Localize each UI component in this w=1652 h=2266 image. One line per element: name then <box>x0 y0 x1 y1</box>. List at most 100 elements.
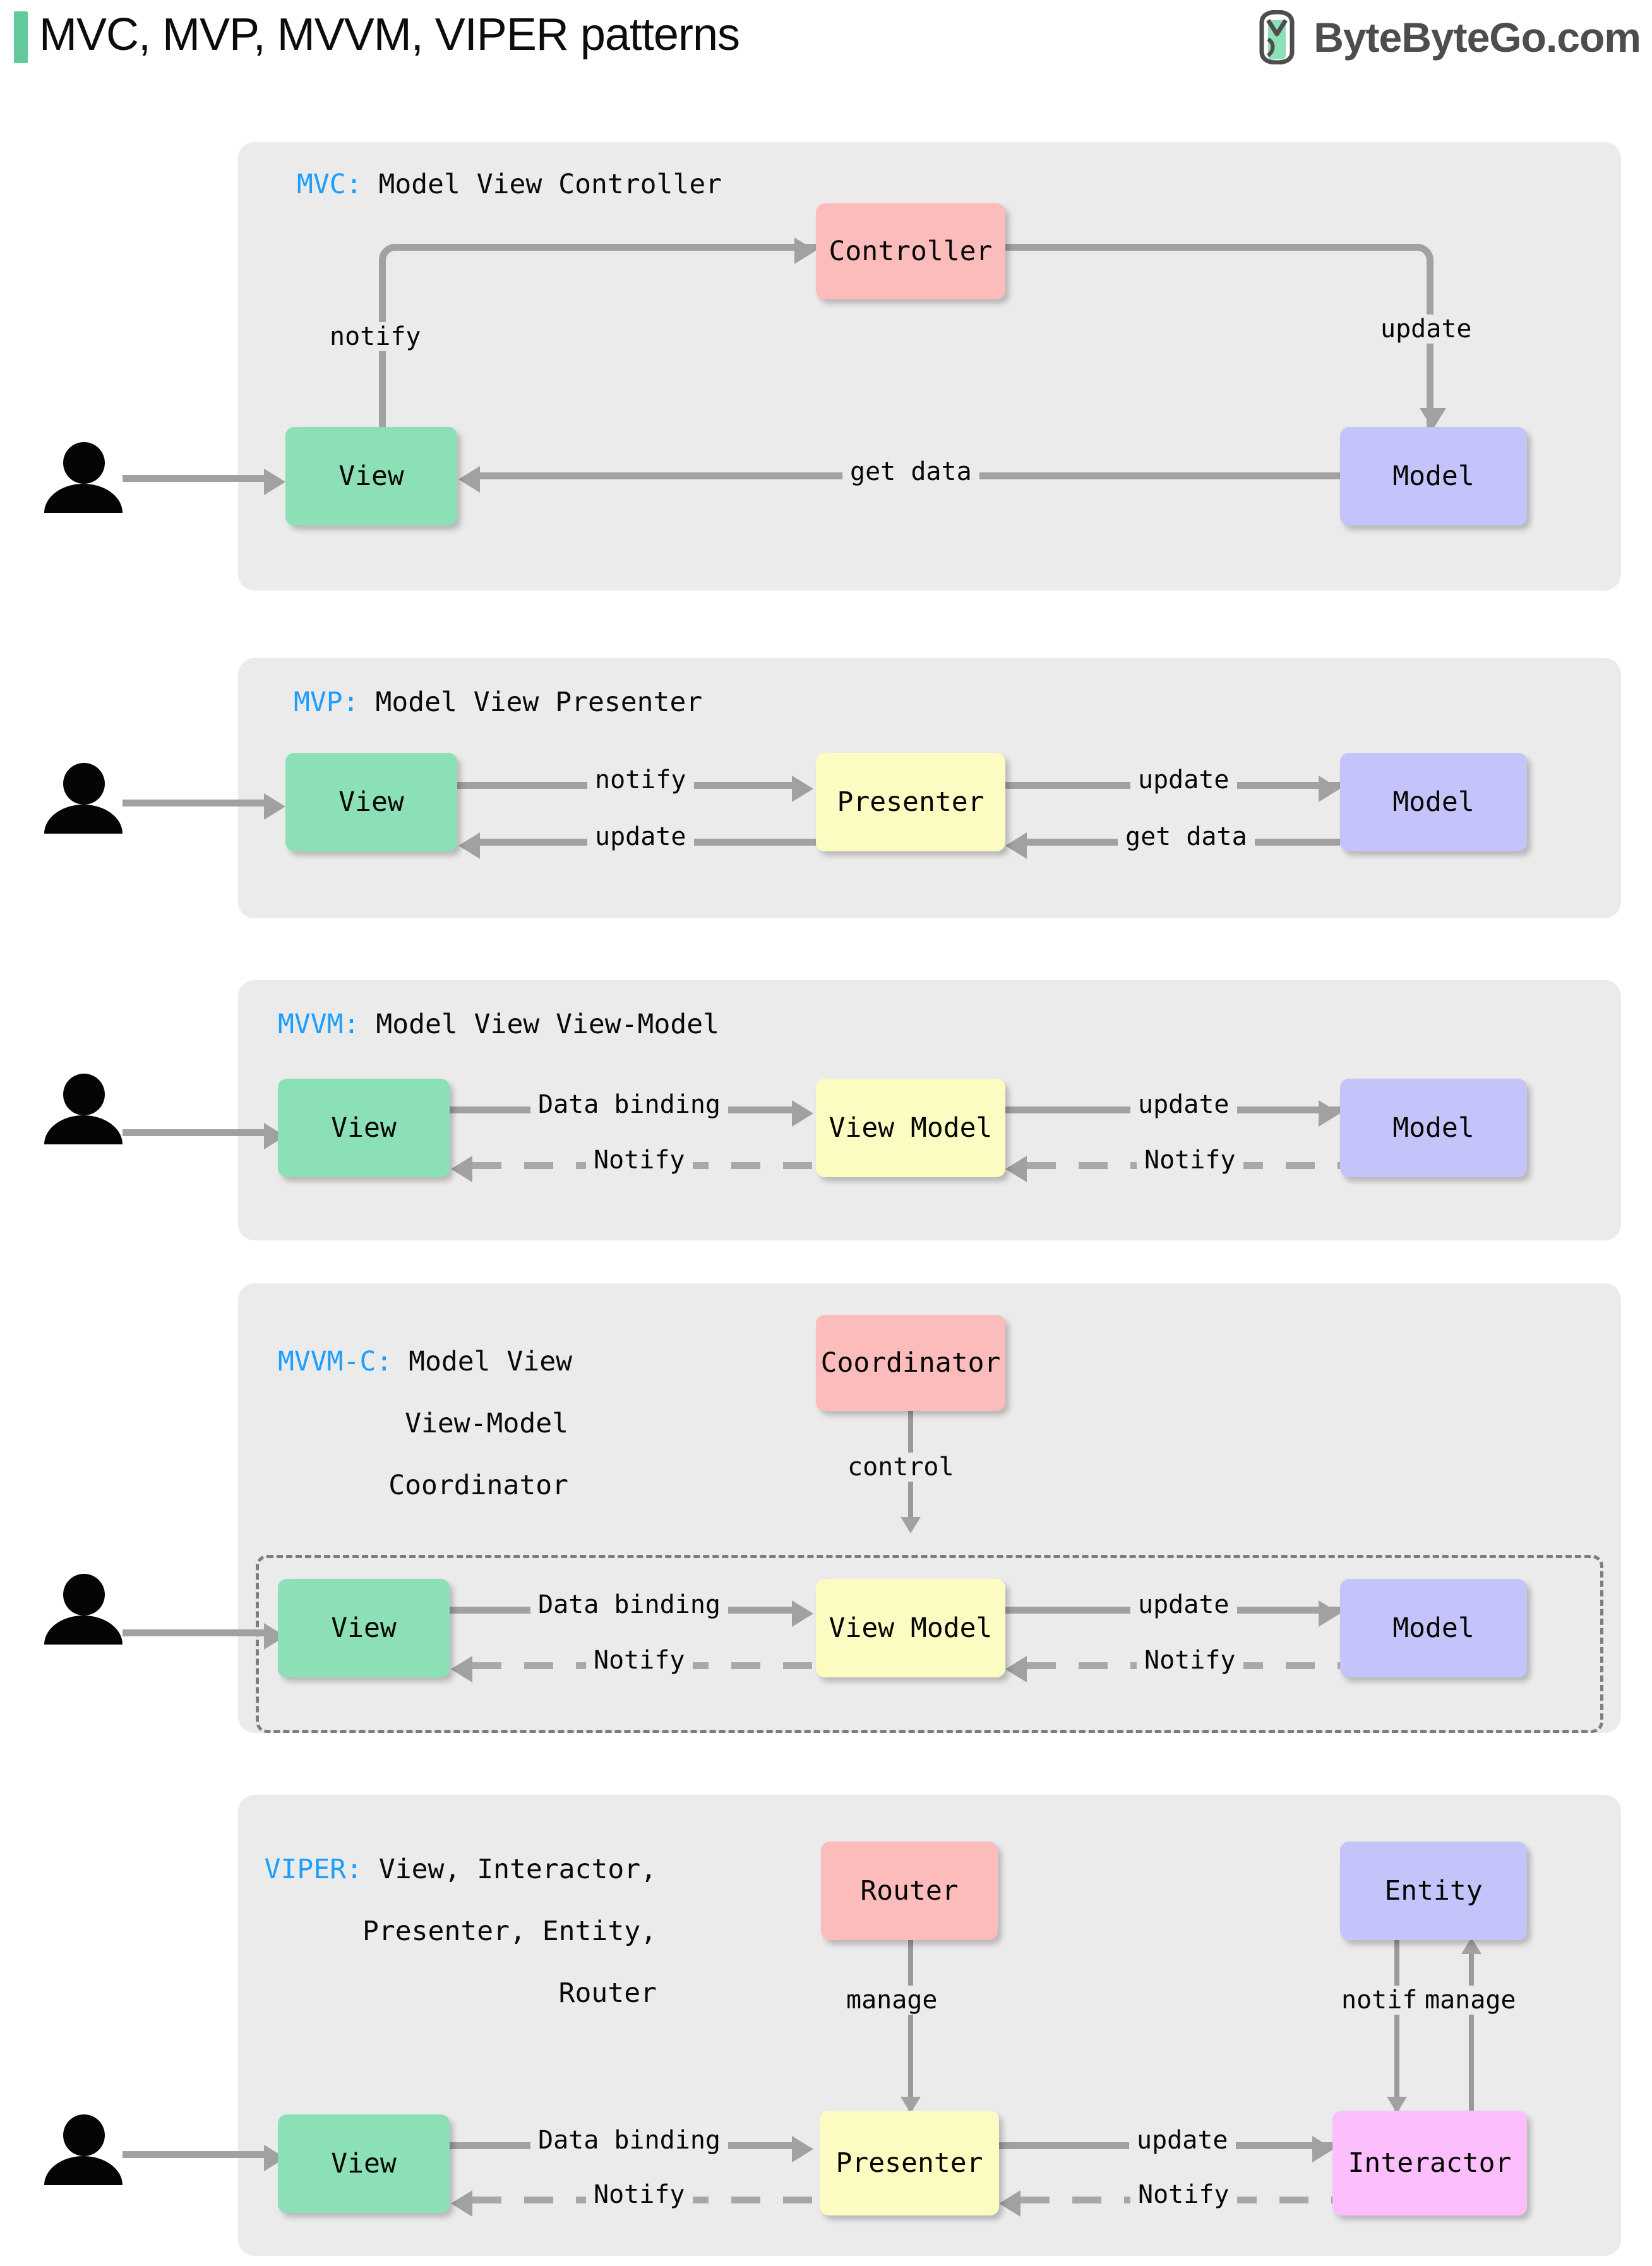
section-expansion-mvc: Model View Controller <box>362 169 722 200</box>
node-view-mvp[interactable]: View <box>285 753 457 851</box>
node-coordinator-mvvmc[interactable]: Coordinator <box>816 1315 1005 1411</box>
edge-label-control-mvvmc: control <box>840 1453 962 1482</box>
section-key-mvvmc: MVVM-C: <box>278 1346 393 1377</box>
edge-entity-to-interactor-viper <box>1394 1940 1399 2112</box>
node-model-mvvmc[interactable]: Model <box>1340 1579 1527 1677</box>
user-actor-icon-mvvm <box>44 1074 123 1144</box>
edge-user-to-view-viper <box>123 2151 274 2158</box>
edge-label-manage-router-viper: manage <box>839 1986 945 2015</box>
page-title: MVC, MVP, MVVM, VIPER patterns <box>39 9 740 60</box>
arrowhead-viewmodel-to-view-mvvmc <box>451 1656 472 1682</box>
section-key-mvp: MVP: <box>294 686 359 718</box>
node-model-mvp[interactable]: Model <box>1340 753 1527 851</box>
user-head <box>63 442 105 484</box>
section-expansion-mvvm: Model View View-Model <box>359 1009 719 1040</box>
node-model-mvvm[interactable]: Model <box>1340 1079 1527 1177</box>
edge-user-to-view-mvvm <box>123 1129 274 1136</box>
edge-label-data-binding-mvvm: Data binding <box>530 1090 728 1119</box>
node-viewmodel-mvvm[interactable]: View Model <box>816 1079 1005 1177</box>
edge-label-notify-left-mvvm: Notify <box>586 1146 693 1175</box>
node-interactor-viper[interactable]: Interactor <box>1332 2111 1527 2215</box>
node-router-viper[interactable]: Router <box>821 1842 998 1940</box>
edge-router-to-presenter-viper <box>908 1940 913 2112</box>
user-actor-icon-mvvmc <box>44 1574 123 1645</box>
user-body <box>44 1115 123 1144</box>
edge-label-notify-left-mvvmc: Notify <box>586 1646 693 1675</box>
node-view-mvvmc[interactable]: View <box>278 1579 450 1677</box>
edge-user-to-view-mvp <box>123 800 274 806</box>
arrowhead-user-to-view-mvp <box>264 793 285 820</box>
section-title-mvp: MVP: Model View Presenter <box>294 686 703 718</box>
edge-label-update-viper: update <box>1129 2126 1236 2155</box>
user-head <box>63 763 105 805</box>
arrowhead-user-to-view-mvc <box>264 469 285 495</box>
section-expansion-mvp: Model View Presenter <box>359 686 703 718</box>
section-title-mvvm: MVVM: Model View View-Model <box>278 1009 719 1040</box>
edge-label-get-data-mvp: get data <box>1118 822 1255 851</box>
edge-label-update-mvp: update <box>587 822 694 851</box>
mvvmc-grouped-mvvm-box <box>256 1555 1603 1733</box>
user-body <box>44 1616 123 1645</box>
section-expansion-viper: View, Interactor, <box>362 1854 657 1885</box>
edge-label-notify-left-viper: Notify <box>586 2180 693 2209</box>
edge-user-to-view-mvc <box>123 475 274 482</box>
section-expansion2-mvvmc: View-Model <box>405 1408 568 1440</box>
arrowhead-presenter-to-view-viper <box>451 2190 472 2217</box>
edge-label-notify-mvc: notify <box>322 322 429 351</box>
arrowhead-coordinator-to-group-mvvmc <box>901 1517 921 1533</box>
edge-label-update2-mvp: update <box>1130 765 1237 794</box>
node-controller-mvc[interactable]: Controller <box>816 203 1005 299</box>
node-model-mvc[interactable]: Model <box>1340 427 1527 525</box>
arrowhead-model-to-presenter-mvp <box>1005 832 1027 859</box>
edge-view-to-controller-mvc <box>379 244 821 433</box>
node-presenter-viper[interactable]: Presenter <box>820 2111 999 2215</box>
section-title-viper: VIPER: View, Interactor, Presenter, Enti… <box>253 1854 657 2009</box>
arrowhead-interactor-to-entity-viper <box>1461 1938 1481 1954</box>
user-body <box>44 2156 123 2185</box>
user-head <box>63 1074 105 1115</box>
node-view-viper[interactable]: View <box>278 2114 450 2213</box>
section-expansion-mvvmc: Model View <box>392 1346 572 1377</box>
arrowhead-viewmodel-to-model-mvvm <box>1319 1100 1340 1127</box>
page-header: MVC, MVP, MVVM, VIPER patterns ByteByteG… <box>0 0 1652 101</box>
edge-label-update-mvc: update <box>1373 315 1480 344</box>
edge-label-manage-interactor-viper: manage <box>1417 1986 1524 2015</box>
arrowhead-model-to-viewmodel-mvvmc <box>1005 1656 1027 1682</box>
arrowhead-view-to-viewmodel-mvvmc <box>792 1600 813 1627</box>
arrowhead-interactor-to-presenter-viper <box>999 2190 1021 2217</box>
user-head <box>63 1574 105 1616</box>
brand-logo: ByteByteGo.com <box>1253 10 1641 64</box>
section-expansion3-mvvmc: Coordinator <box>388 1470 568 1502</box>
arrowhead-presenter-to-view-mvp <box>458 832 480 859</box>
edge-interactor-to-entity-viper <box>1469 1954 1474 2118</box>
user-body <box>44 484 123 513</box>
arrowhead-router-to-presenter-viper <box>901 2097 921 2113</box>
node-entity-viper[interactable]: Entity <box>1340 1842 1527 1940</box>
node-viewmodel-mvvmc[interactable]: View Model <box>816 1579 1005 1677</box>
arrowhead-view-to-presenter-mvp <box>792 776 813 802</box>
arrowhead-viewmodel-to-view-mvvm <box>451 1156 472 1182</box>
arrowhead-model-to-view-mvc <box>458 466 480 493</box>
user-head <box>63 2114 105 2156</box>
arrowhead-view-to-viewmodel-mvvm <box>792 1100 813 1127</box>
section-expansion2-viper: Presenter, Entity, <box>362 1915 657 1948</box>
section-key-mvc: MVC: <box>297 169 362 200</box>
arrowhead-model-to-viewmodel-mvvm <box>1005 1156 1027 1182</box>
title-accent-bar <box>14 11 28 63</box>
edge-controller-to-model-mvc <box>998 244 1434 433</box>
section-key-mvvm: MVVM: <box>278 1009 360 1040</box>
bytebytego-leaf-logo-icon <box>1259 10 1295 64</box>
edge-label-get-data-mvc: get data <box>842 457 979 486</box>
node-presenter-mvp[interactable]: Presenter <box>816 753 1005 851</box>
edge-user-to-view-mvvmc <box>123 1629 274 1636</box>
node-view-mvc[interactable]: View <box>285 427 457 525</box>
user-actor-icon-viper <box>44 2114 123 2185</box>
edge-label-notify-mvp: notify <box>587 765 694 794</box>
edge-label-notify-right-mvvmc: Notify <box>1137 1646 1243 1675</box>
section-title-mvvmc: MVVM-C: Model View View-Model Coordinato… <box>278 1346 572 1502</box>
edge-label-data-binding-viper: Data binding <box>530 2126 728 2155</box>
node-view-mvvm[interactable]: View <box>278 1079 450 1177</box>
arrowhead-view-to-presenter-viper <box>792 2136 813 2162</box>
edge-label-data-binding-mvvmc: Data binding <box>530 1590 728 1619</box>
arrowhead-presenter-to-interactor-viper <box>1312 2136 1334 2162</box>
